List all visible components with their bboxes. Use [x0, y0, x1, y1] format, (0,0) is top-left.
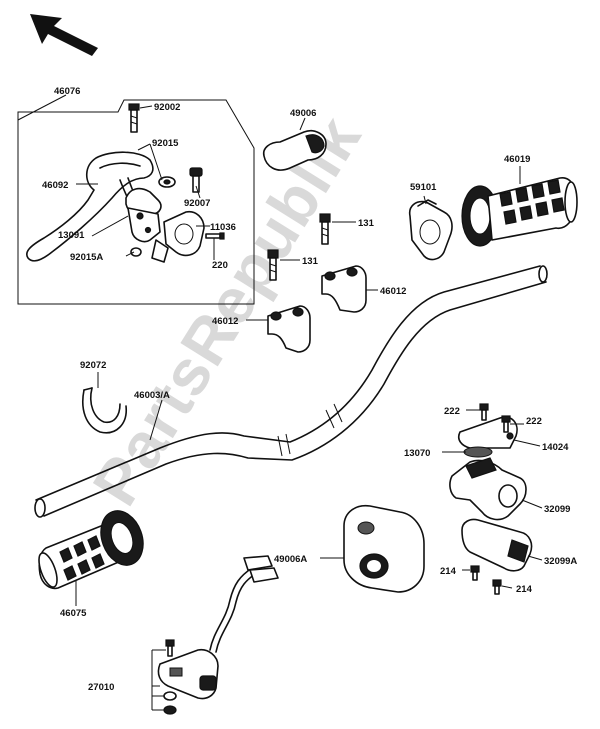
band-clip — [82, 387, 127, 434]
label-32099: 32099 — [544, 504, 570, 515]
screw-92007 — [189, 167, 203, 193]
pin-220 — [205, 232, 225, 240]
label-92072: 92072 — [80, 360, 106, 371]
label-46019: 46019 — [504, 154, 530, 165]
part-labels: 46076 92002 92015 46092 92007 11036 1309… — [42, 86, 577, 693]
bolt-92002 — [128, 103, 140, 133]
label-92015A: 92015A — [70, 252, 103, 263]
label-131-upper: 131 — [358, 218, 375, 229]
label-59101: 59101 — [410, 182, 437, 193]
bolt-131-lower — [267, 249, 279, 281]
label-46092: 46092 — [42, 180, 68, 191]
handlebar-clamp-upper — [321, 265, 367, 313]
leader-lines — [17, 94, 543, 711]
clutch-lever-group-outline — [17, 99, 255, 305]
label-222-left: 222 — [444, 406, 460, 417]
washer-92015A — [130, 247, 142, 257]
label-11036: 11036 — [210, 222, 236, 233]
throttle-gasket-13070 — [463, 446, 493, 458]
screw-222-right — [501, 415, 511, 433]
label-49006A: 49006A — [274, 554, 307, 565]
throttle-housing-32099A — [461, 518, 533, 572]
left-grip — [38, 510, 144, 590]
screw-214-left — [470, 565, 480, 581]
label-32099A: 32099A — [544, 556, 577, 567]
lever-holder — [125, 187, 162, 243]
lever-perch-clamp — [151, 210, 205, 263]
orientation-arrow-icon — [30, 14, 98, 56]
screw-222-left — [479, 403, 489, 421]
lever-cover — [262, 129, 327, 171]
throttle-case — [343, 504, 425, 593]
label-214-left: 214 — [440, 566, 457, 577]
throttle-housing — [408, 199, 453, 261]
label-13070: 13070 — [404, 448, 430, 459]
label-49006: 49006 — [290, 108, 316, 119]
screw-214-right — [492, 579, 502, 595]
label-46003A: 46003/A — [134, 390, 170, 401]
washer-92015 — [158, 176, 176, 188]
label-220: 220 — [212, 260, 228, 271]
handlebar-clamp-lower — [267, 305, 311, 353]
label-27010: 27010 — [88, 682, 114, 693]
label-214-right: 214 — [516, 584, 533, 595]
label-46076: 46076 — [54, 86, 80, 97]
label-131-lower: 131 — [302, 256, 319, 267]
label-222-right: 222 — [526, 416, 542, 427]
label-13091: 13091 — [58, 230, 85, 241]
right-grip — [461, 177, 578, 247]
label-46012-upper: 46012 — [380, 286, 406, 297]
label-92007: 92007 — [184, 198, 210, 209]
handlebar — [34, 265, 548, 518]
label-46075: 46075 — [60, 608, 87, 619]
throttle-housing-32099 — [449, 457, 527, 521]
label-92002: 92002 — [154, 102, 180, 113]
label-14024: 14024 — [542, 442, 569, 453]
kill-switch — [157, 555, 279, 715]
bolt-131-upper — [319, 213, 331, 245]
label-92015: 92015 — [152, 138, 179, 149]
label-46012-lower: 46012 — [212, 316, 238, 327]
